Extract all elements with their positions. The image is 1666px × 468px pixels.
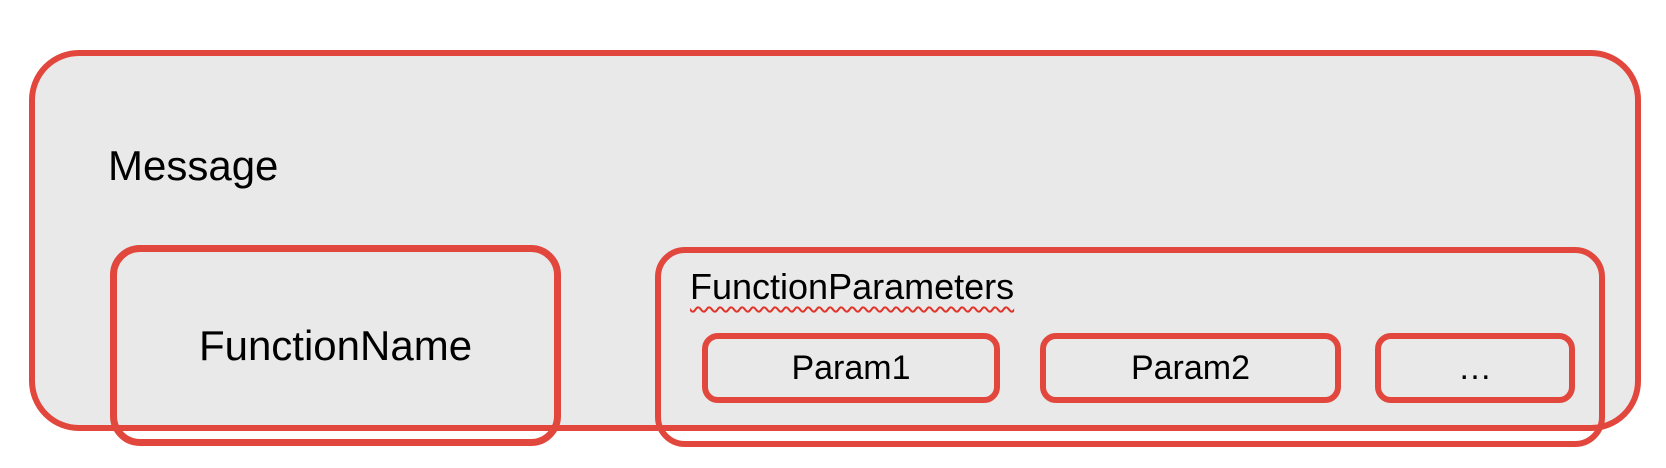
message-label: Message <box>108 142 279 189</box>
param-ellipsis-label: … <box>1458 348 1492 387</box>
param2-label: Param2 <box>1130 348 1251 387</box>
param1-label: Param1 <box>791 348 911 387</box>
param-ellipsis-box: … <box>1375 333 1575 403</box>
param2-box: Param2 <box>1040 333 1341 403</box>
message-box: Message FunctionName FunctionParameters … <box>29 50 1641 447</box>
function-parameters-label: FunctionParameters <box>690 266 1015 307</box>
function-name-label: FunctionName <box>198 321 473 369</box>
param1-box: Param1 <box>702 333 1000 403</box>
function-name-box: FunctionName <box>110 245 561 446</box>
function-parameters-box: FunctionParameters <box>655 247 1605 447</box>
